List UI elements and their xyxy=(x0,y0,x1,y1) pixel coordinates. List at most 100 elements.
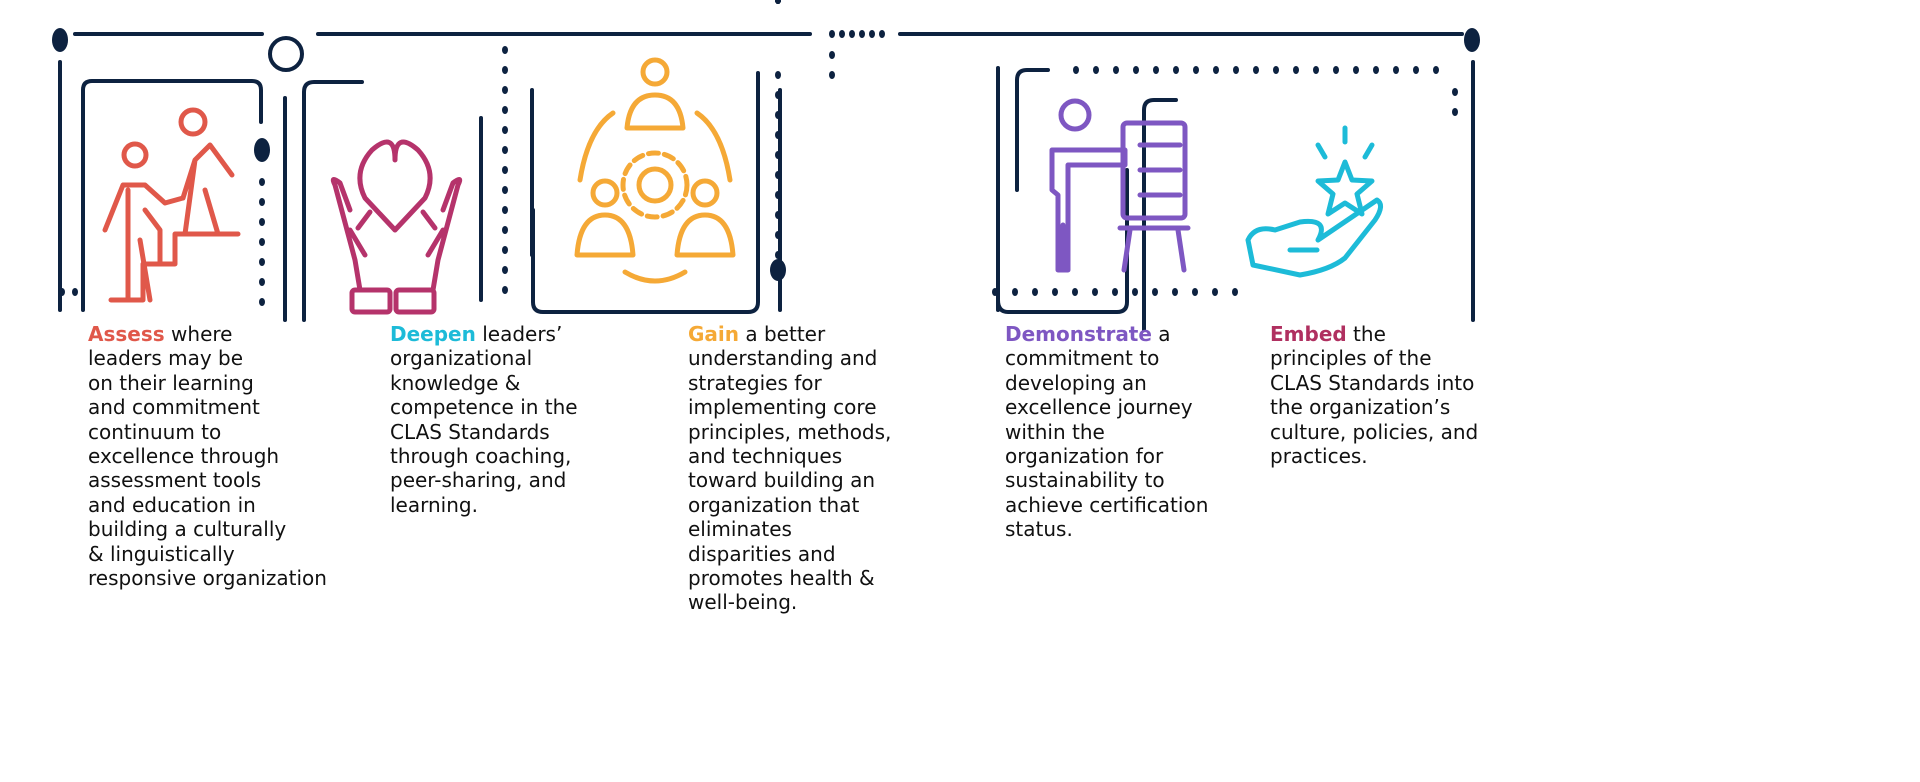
step-keyword: Demonstrate xyxy=(1005,322,1152,346)
dot xyxy=(839,30,845,38)
dot xyxy=(1373,66,1379,74)
dot xyxy=(1233,66,1239,74)
dot xyxy=(829,71,835,79)
description-line: disparities and xyxy=(688,541,836,566)
description-line: Assess where xyxy=(88,322,327,346)
dot xyxy=(775,191,781,199)
helping-climb-stairs-icon xyxy=(102,107,241,303)
dot xyxy=(1132,288,1138,296)
dot xyxy=(1253,66,1259,74)
description-line: implementing core xyxy=(688,395,877,420)
description-line: competence in the xyxy=(390,395,578,420)
dot xyxy=(259,298,265,306)
dot xyxy=(1153,66,1159,74)
description-line: culture, policies, and xyxy=(1270,419,1479,444)
dot xyxy=(1192,288,1198,296)
description-line: excellence through xyxy=(88,444,280,469)
dot xyxy=(502,286,508,294)
dot xyxy=(849,30,855,38)
dot xyxy=(1112,288,1118,296)
dot xyxy=(1433,66,1439,74)
dot xyxy=(1413,66,1419,74)
description-line: status. xyxy=(1005,517,1073,542)
dot xyxy=(775,211,781,219)
dot xyxy=(259,238,265,246)
description-line: commitment to xyxy=(1005,346,1160,371)
description-line: the organization’s xyxy=(1270,395,1451,420)
description-line: Demonstrate a xyxy=(1005,322,1208,346)
description-line: practices. xyxy=(1270,444,1368,469)
dot xyxy=(259,198,265,206)
description-line: knowledge & xyxy=(390,370,521,395)
description-line: continuum to xyxy=(88,419,222,444)
dot xyxy=(1093,66,1099,74)
dot xyxy=(259,278,265,286)
dot xyxy=(502,166,508,174)
dot xyxy=(775,231,781,239)
description-line: on their learning xyxy=(88,370,254,395)
description-line: learning. xyxy=(390,492,478,517)
description-line: leaders may be xyxy=(88,346,244,371)
dot xyxy=(259,258,265,266)
description-line: principles of the xyxy=(1270,346,1432,371)
step-keyword: Embed xyxy=(1270,322,1347,346)
dot xyxy=(1293,66,1299,74)
dot xyxy=(879,30,885,38)
dot xyxy=(1012,288,1018,296)
description-line: eliminates xyxy=(688,517,792,542)
dot xyxy=(502,86,508,94)
dot xyxy=(502,226,508,234)
dot xyxy=(1212,288,1218,296)
line-text: leaders’ xyxy=(475,322,563,346)
step-keyword: Deepen xyxy=(390,322,476,346)
dot xyxy=(502,146,508,154)
open-circle-node xyxy=(268,36,304,72)
description-line: organization that xyxy=(688,492,860,517)
description-line: CLAS Standards xyxy=(390,419,550,444)
description-line: promotes health & xyxy=(688,566,875,591)
dot xyxy=(502,106,508,114)
dot xyxy=(1092,288,1098,296)
dot xyxy=(1452,108,1458,116)
description-line: sustainability to xyxy=(1005,468,1165,493)
dot xyxy=(775,171,781,179)
step-keyword: Assess xyxy=(88,322,165,346)
description-line: Deepen leaders’ xyxy=(390,322,578,346)
dot xyxy=(502,266,508,274)
dot xyxy=(775,151,781,159)
dot xyxy=(1072,288,1078,296)
dotted-paths xyxy=(59,0,1458,306)
description-line: and techniques xyxy=(688,444,843,469)
dot xyxy=(502,66,508,74)
step-keyword: Gain xyxy=(688,322,740,346)
dot xyxy=(259,218,265,226)
dot xyxy=(1452,88,1458,96)
dot xyxy=(1173,66,1179,74)
description-line: excellence journey xyxy=(1005,395,1193,420)
description-line: and commitment xyxy=(88,395,260,420)
dot xyxy=(502,186,508,194)
dot xyxy=(829,51,835,59)
dot xyxy=(502,206,508,214)
team-gear-icon xyxy=(574,57,736,284)
line-text: a better xyxy=(739,322,826,346)
dot xyxy=(992,288,998,296)
dot xyxy=(1313,66,1319,74)
description-line: organization for xyxy=(1005,444,1164,469)
dot xyxy=(59,288,65,296)
frame-lines xyxy=(58,32,1475,332)
dot xyxy=(1133,66,1139,74)
dot xyxy=(1113,66,1119,74)
dot xyxy=(1193,66,1199,74)
description-line: CLAS Standards into xyxy=(1270,370,1475,395)
dot xyxy=(1152,288,1158,296)
description-line: developing an xyxy=(1005,370,1147,395)
description-line: peer-sharing, and xyxy=(390,468,567,493)
line-text: the xyxy=(1346,322,1386,346)
dot xyxy=(72,288,78,296)
line-text: a xyxy=(1151,322,1171,346)
dot xyxy=(775,131,781,139)
